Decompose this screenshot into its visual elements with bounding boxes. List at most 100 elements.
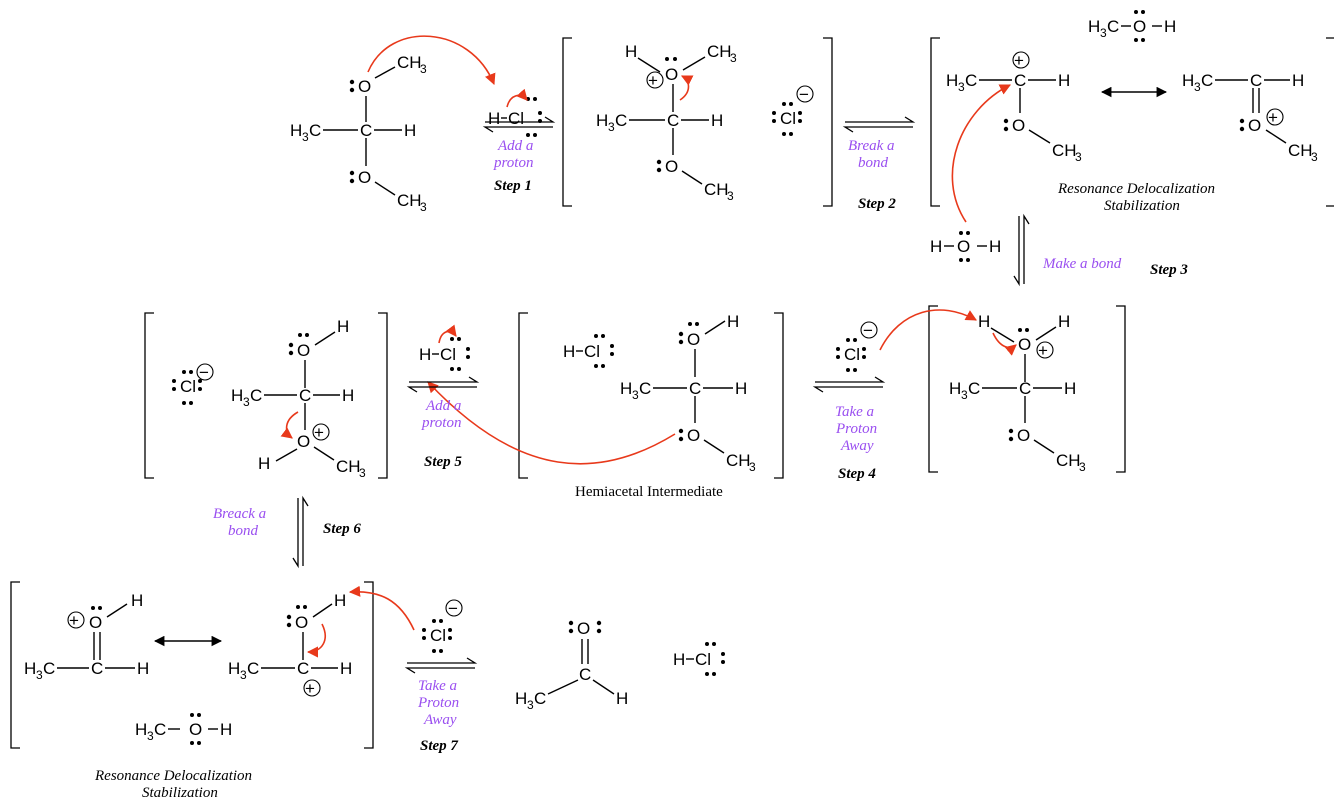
svg-text:C: C bbox=[247, 659, 259, 678]
svg-text:C: C bbox=[309, 121, 321, 140]
svg-text:O: O bbox=[687, 330, 700, 349]
svg-text:3: 3 bbox=[302, 130, 309, 144]
svg-text:O: O bbox=[297, 341, 310, 360]
svg-text:H: H bbox=[24, 659, 36, 678]
svg-text:C: C bbox=[297, 659, 309, 678]
svg-text:Stabilization: Stabilization bbox=[142, 785, 218, 801]
svg-text:O: O bbox=[665, 65, 678, 84]
equilibrium-arrow bbox=[842, 116, 916, 133]
svg-text:3: 3 bbox=[632, 388, 639, 402]
svg-text:H: H bbox=[711, 111, 723, 130]
hcl-molecule: H Cl bbox=[419, 337, 470, 371]
svg-text:3: 3 bbox=[730, 51, 737, 65]
svg-text:H: H bbox=[337, 317, 349, 336]
svg-text:3: 3 bbox=[243, 395, 250, 409]
svg-text:CH: CH bbox=[707, 42, 732, 61]
svg-text:3: 3 bbox=[1100, 26, 1107, 40]
svg-text:H: H bbox=[1292, 71, 1304, 90]
svg-text:3: 3 bbox=[749, 460, 756, 474]
svg-text:C: C bbox=[91, 659, 103, 678]
svg-text:H: H bbox=[1164, 17, 1176, 36]
svg-text:+: + bbox=[1038, 341, 1048, 360]
svg-text:C: C bbox=[965, 71, 977, 90]
svg-text:Make a bond: Make a bond bbox=[1042, 256, 1122, 272]
svg-text:Step 6: Step 6 bbox=[323, 521, 361, 537]
svg-text:H: H bbox=[258, 454, 270, 473]
svg-text:O: O bbox=[358, 168, 371, 187]
svg-text:Cl: Cl bbox=[508, 109, 524, 128]
svg-text:H: H bbox=[488, 109, 500, 128]
svg-text:3: 3 bbox=[420, 62, 427, 76]
atom-o: O bbox=[358, 77, 371, 96]
svg-text:CH: CH bbox=[397, 191, 422, 210]
svg-text:H: H bbox=[228, 659, 240, 678]
svg-text:Cl: Cl bbox=[430, 626, 446, 645]
svg-text:H: H bbox=[340, 659, 352, 678]
chloride-ion: Cl − bbox=[836, 321, 878, 372]
svg-text:Stabilization: Stabilization bbox=[1104, 198, 1180, 214]
svg-text:Take a: Take a bbox=[835, 404, 874, 420]
svg-text:H: H bbox=[930, 237, 942, 256]
svg-text:C: C bbox=[299, 386, 311, 405]
svg-text:H: H bbox=[419, 345, 431, 364]
svg-text:Add a: Add a bbox=[425, 398, 461, 414]
svg-text:O: O bbox=[297, 432, 310, 451]
equilibrium-arrow bbox=[1013, 213, 1030, 287]
svg-text:C: C bbox=[43, 659, 55, 678]
svg-text:Cl: Cl bbox=[584, 342, 600, 361]
svg-text:Step 3: Step 3 bbox=[1150, 262, 1188, 278]
svg-text:H: H bbox=[515, 689, 527, 708]
svg-text:−: − bbox=[199, 363, 209, 382]
svg-text:Add a: Add a bbox=[497, 138, 533, 154]
svg-text:O: O bbox=[1012, 116, 1025, 135]
svg-text:3: 3 bbox=[961, 388, 968, 402]
chloride-ion: Cl − bbox=[422, 599, 463, 653]
svg-text:Resonance Delocalization: Resonance Delocalization bbox=[1057, 181, 1215, 197]
equilibrium-arrow bbox=[406, 376, 480, 393]
svg-text:Proton: Proton bbox=[417, 695, 459, 711]
svg-text:C: C bbox=[667, 111, 679, 130]
svg-text:O: O bbox=[1017, 426, 1030, 445]
svg-text:H: H bbox=[946, 71, 958, 90]
svg-text:C: C bbox=[579, 665, 591, 684]
svg-text:H: H bbox=[735, 379, 747, 398]
svg-text:O: O bbox=[577, 619, 590, 638]
svg-text:C: C bbox=[360, 121, 372, 140]
svg-text:3: 3 bbox=[359, 466, 366, 480]
svg-text:+: + bbox=[648, 71, 658, 90]
svg-text:Away: Away bbox=[840, 438, 874, 454]
svg-text:+: + bbox=[314, 423, 324, 442]
svg-text:C: C bbox=[689, 379, 701, 398]
svg-text:H: H bbox=[625, 42, 637, 61]
svg-text:O: O bbox=[1018, 335, 1031, 354]
svg-text:O: O bbox=[687, 426, 700, 445]
svg-text:proton: proton bbox=[493, 155, 533, 171]
svg-text:+: + bbox=[69, 611, 79, 630]
svg-text:Step 4: Step 4 bbox=[838, 466, 876, 482]
svg-text:C: C bbox=[639, 379, 651, 398]
svg-text:O: O bbox=[295, 613, 308, 632]
svg-text:H: H bbox=[342, 386, 354, 405]
svg-text:CH: CH bbox=[704, 180, 729, 199]
svg-text:−: − bbox=[863, 321, 873, 340]
equilibrium-arrow bbox=[812, 376, 886, 393]
svg-text:Away: Away bbox=[423, 712, 457, 728]
svg-text:Cl: Cl bbox=[695, 650, 711, 669]
svg-text:O: O bbox=[1133, 17, 1146, 36]
svg-text:3: 3 bbox=[420, 200, 427, 214]
svg-text:Proton: Proton bbox=[835, 421, 877, 437]
svg-text:Step 5: Step 5 bbox=[424, 454, 462, 470]
svg-text:C: C bbox=[1107, 17, 1119, 36]
svg-text:H: H bbox=[978, 312, 990, 331]
svg-text:+: + bbox=[305, 679, 315, 698]
svg-text:Step 1: Step 1 bbox=[494, 178, 532, 194]
svg-text:O: O bbox=[1248, 116, 1261, 135]
